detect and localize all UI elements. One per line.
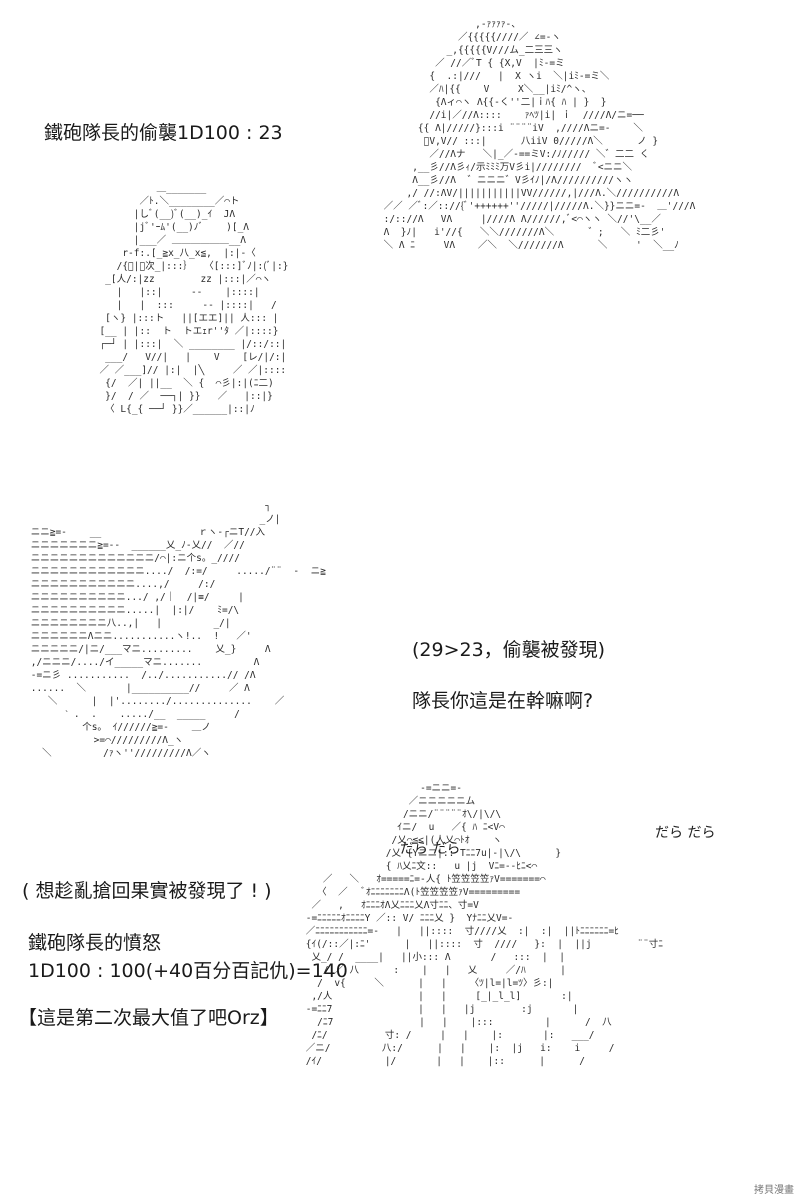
watermark: 拷貝漫畫	[754, 1185, 794, 1196]
sneak-attack-roll: 鐵砲隊長的偷襲1D100 : 23	[44, 122, 283, 144]
discovered-note: (29>23，偷襲被發現)	[412, 639, 606, 661]
ascii-art-top-right: ,-ｧｧｧｧ-、 ／{{{{{////／ ∠=-ヽ _,{{{{{V///ム_二…	[383, 19, 696, 251]
wrath-title: 鐵砲隊長的憤怒	[28, 932, 162, 954]
wrath-roll: 1D100 : 100(+40百分百記仇)=140	[28, 960, 348, 982]
second-max-note: 【這是第二次最大值了吧Orz】	[18, 1007, 279, 1029]
captain-question: 隊長你這是在幹嘛啊?	[412, 690, 594, 712]
ascii-art-middle-left: ┐ _ノ| ニニ≧=- __ ｒヽ-┌ニT//入 ニニニニニニニ≧=-- ___…	[30, 501, 326, 759]
steal-back-note: ( 想趁亂搶回果實被發現了 ! )	[22, 880, 272, 902]
ascii-art-top-left: ＿_______ ／ﾄ.＼________／⌒ト |しﾞ(__)ﾞ(__)_ｲ …	[99, 183, 289, 415]
ascii-art-bottom-right: -=ニニ=- ／ニニニニニム /ニニ/¨¨¨¨¨ｵ\/|\/\ ｲニ/ u ／{…	[305, 783, 664, 1067]
sfx-dara-left: だら だら	[400, 841, 461, 857]
sfx-dara-right: だら だら	[655, 825, 716, 841]
